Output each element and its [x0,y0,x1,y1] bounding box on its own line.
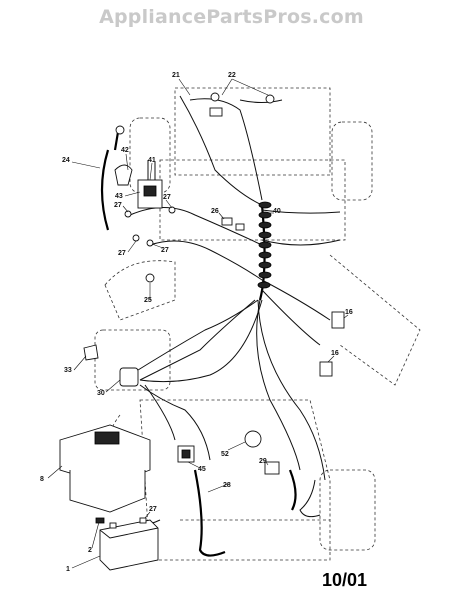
callout-24: 24 [62,157,70,164]
revision-date: 10/01 [322,570,367,590]
callout-52: 52 [221,451,229,458]
callout-16-a: 16 [345,309,353,316]
callout-1: 1 [66,566,70,573]
callout-33: 33 [64,367,72,374]
callout-42: 42 [121,147,129,154]
callout-28: 28 [223,482,231,489]
parts [59,92,345,571]
callout-40: 40 [273,208,281,215]
callout-27-b: 27 [163,194,171,201]
callout-labels: 21 22 24 42 41 43 27 27 26 40 27 27 25 1… [40,72,353,573]
callout-43: 43 [115,193,123,200]
callout-25: 25 [144,297,152,304]
watermark: AppliancePartsPros.com [99,6,364,28]
callout-27-e: 27 [149,506,157,513]
callout-21: 21 [172,72,180,79]
callout-27-a: 27 [114,202,122,209]
callout-27-c: 27 [118,250,126,257]
callout-45: 45 [198,466,206,473]
leader-lines [47,78,349,569]
callout-29: 29 [259,458,267,465]
callout-8: 8 [40,476,44,483]
callout-26: 26 [211,208,219,215]
callout-22: 22 [228,72,236,79]
callout-2: 2 [88,547,92,554]
callout-30: 30 [97,390,105,397]
callout-16-b: 16 [331,350,339,357]
wire-harness [100,95,341,557]
callout-27-d: 27 [161,247,169,254]
coiled-loom [257,201,272,289]
callout-41: 41 [148,157,156,164]
